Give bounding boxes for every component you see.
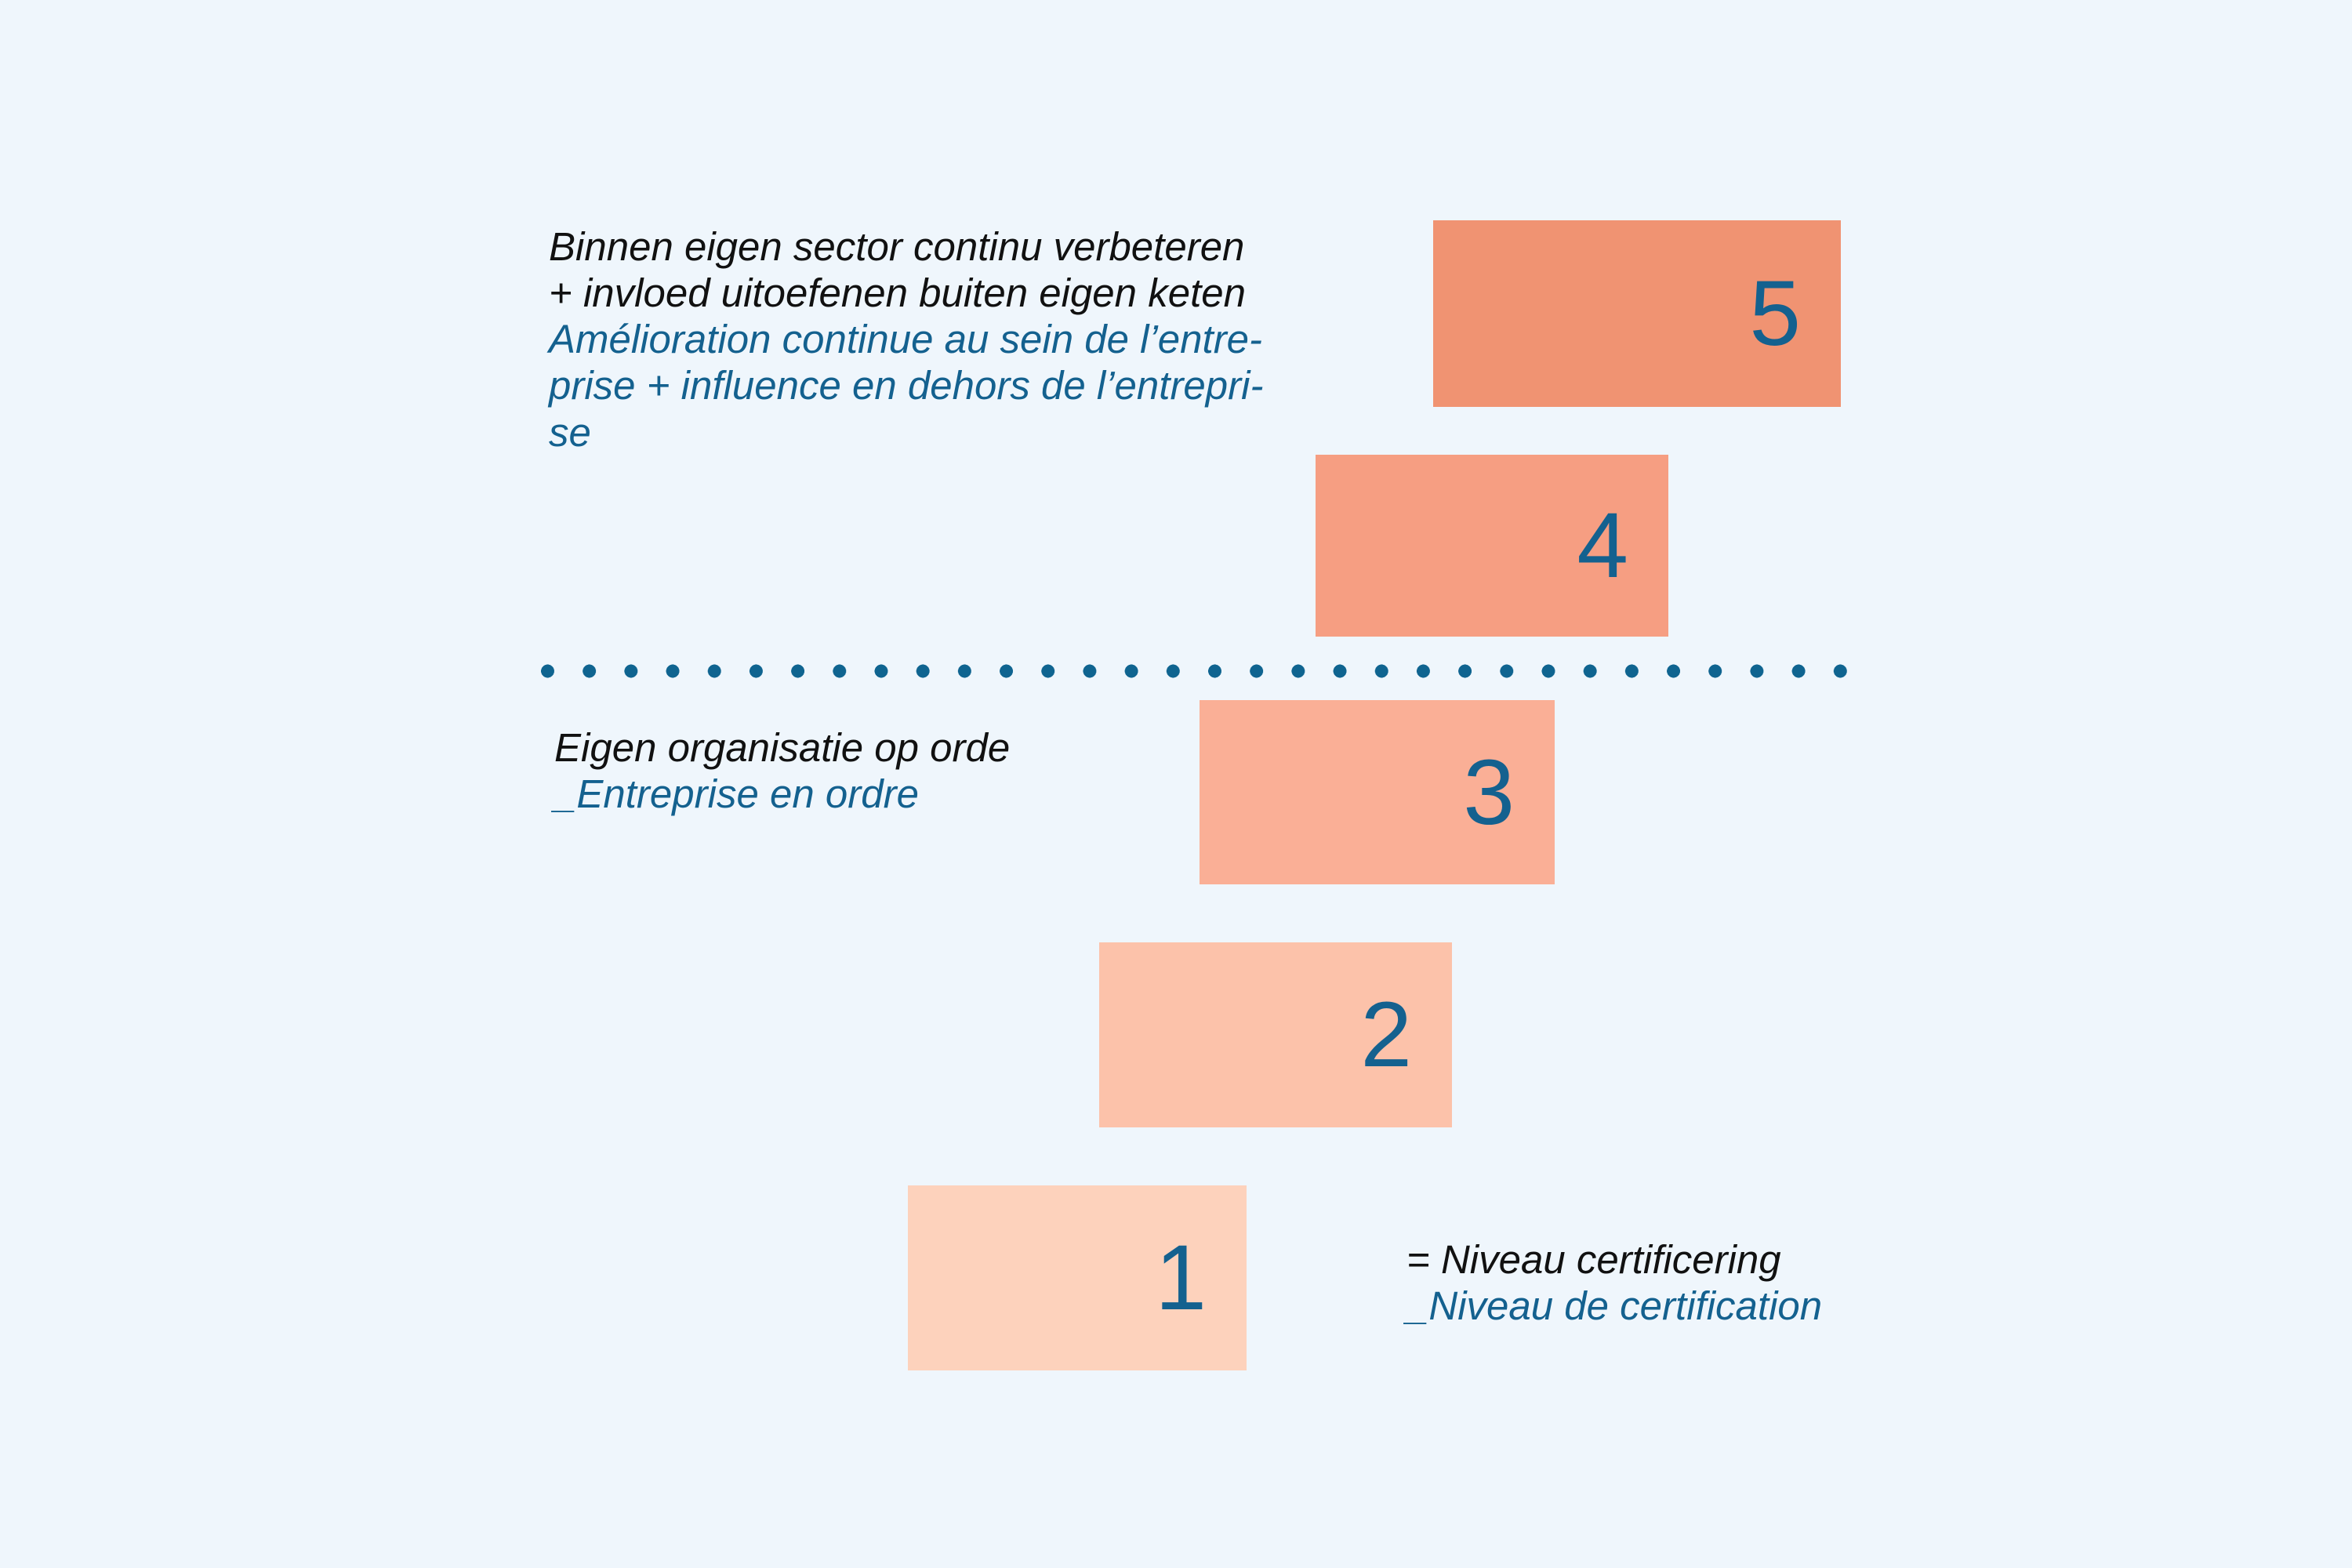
bar-level-3[interactable]: 3	[1200, 700, 1555, 884]
bar-level-5-number: 5	[1749, 262, 1801, 365]
group-label-top-fr-line3: se	[549, 409, 591, 455]
legend-certification-fr: _Niveau de certification	[1406, 1283, 1823, 1328]
group-label-middle-fr-line1: _Entreprise en ordre	[554, 771, 919, 816]
group-label-top-nl-line2: + invloed uitoefenen buiten eigen keten	[549, 270, 1246, 316]
bar-level-4-number: 4	[1577, 494, 1628, 597]
group-label-top-fr-line1: Amélioration continue au sein de l’entre…	[549, 317, 1263, 362]
legend-certification: = Niveau certificering _Niveau de certif…	[1406, 1237, 2034, 1329]
bar-level-2-number: 2	[1360, 983, 1412, 1087]
group-label-top: Binnen eigen sector continu verbeteren +…	[549, 223, 1333, 456]
bar-level-3-number: 3	[1463, 740, 1515, 844]
bar-level-2[interactable]: 2	[1099, 942, 1452, 1127]
dotted-divider	[541, 663, 1860, 679]
bar-level-1-number: 1	[1155, 1226, 1207, 1330]
group-label-middle: Eigen organisatie op orde _Entreprise en…	[554, 725, 1260, 817]
legend-certification-nl: = Niveau certificering	[1406, 1237, 1781, 1282]
bar-level-4[interactable]: 4	[1316, 455, 1668, 637]
group-label-top-nl-line1: Binnen eigen sector continu verbeteren	[549, 224, 1245, 269]
group-label-middle-nl-line1: Eigen organisatie op orde	[554, 725, 1011, 770]
group-label-top-fr-line2: prise + influence en dehors de l’entrepr…	[549, 363, 1264, 408]
bar-level-5[interactable]: 5	[1433, 220, 1841, 407]
bar-level-1[interactable]: 1	[908, 1185, 1247, 1370]
